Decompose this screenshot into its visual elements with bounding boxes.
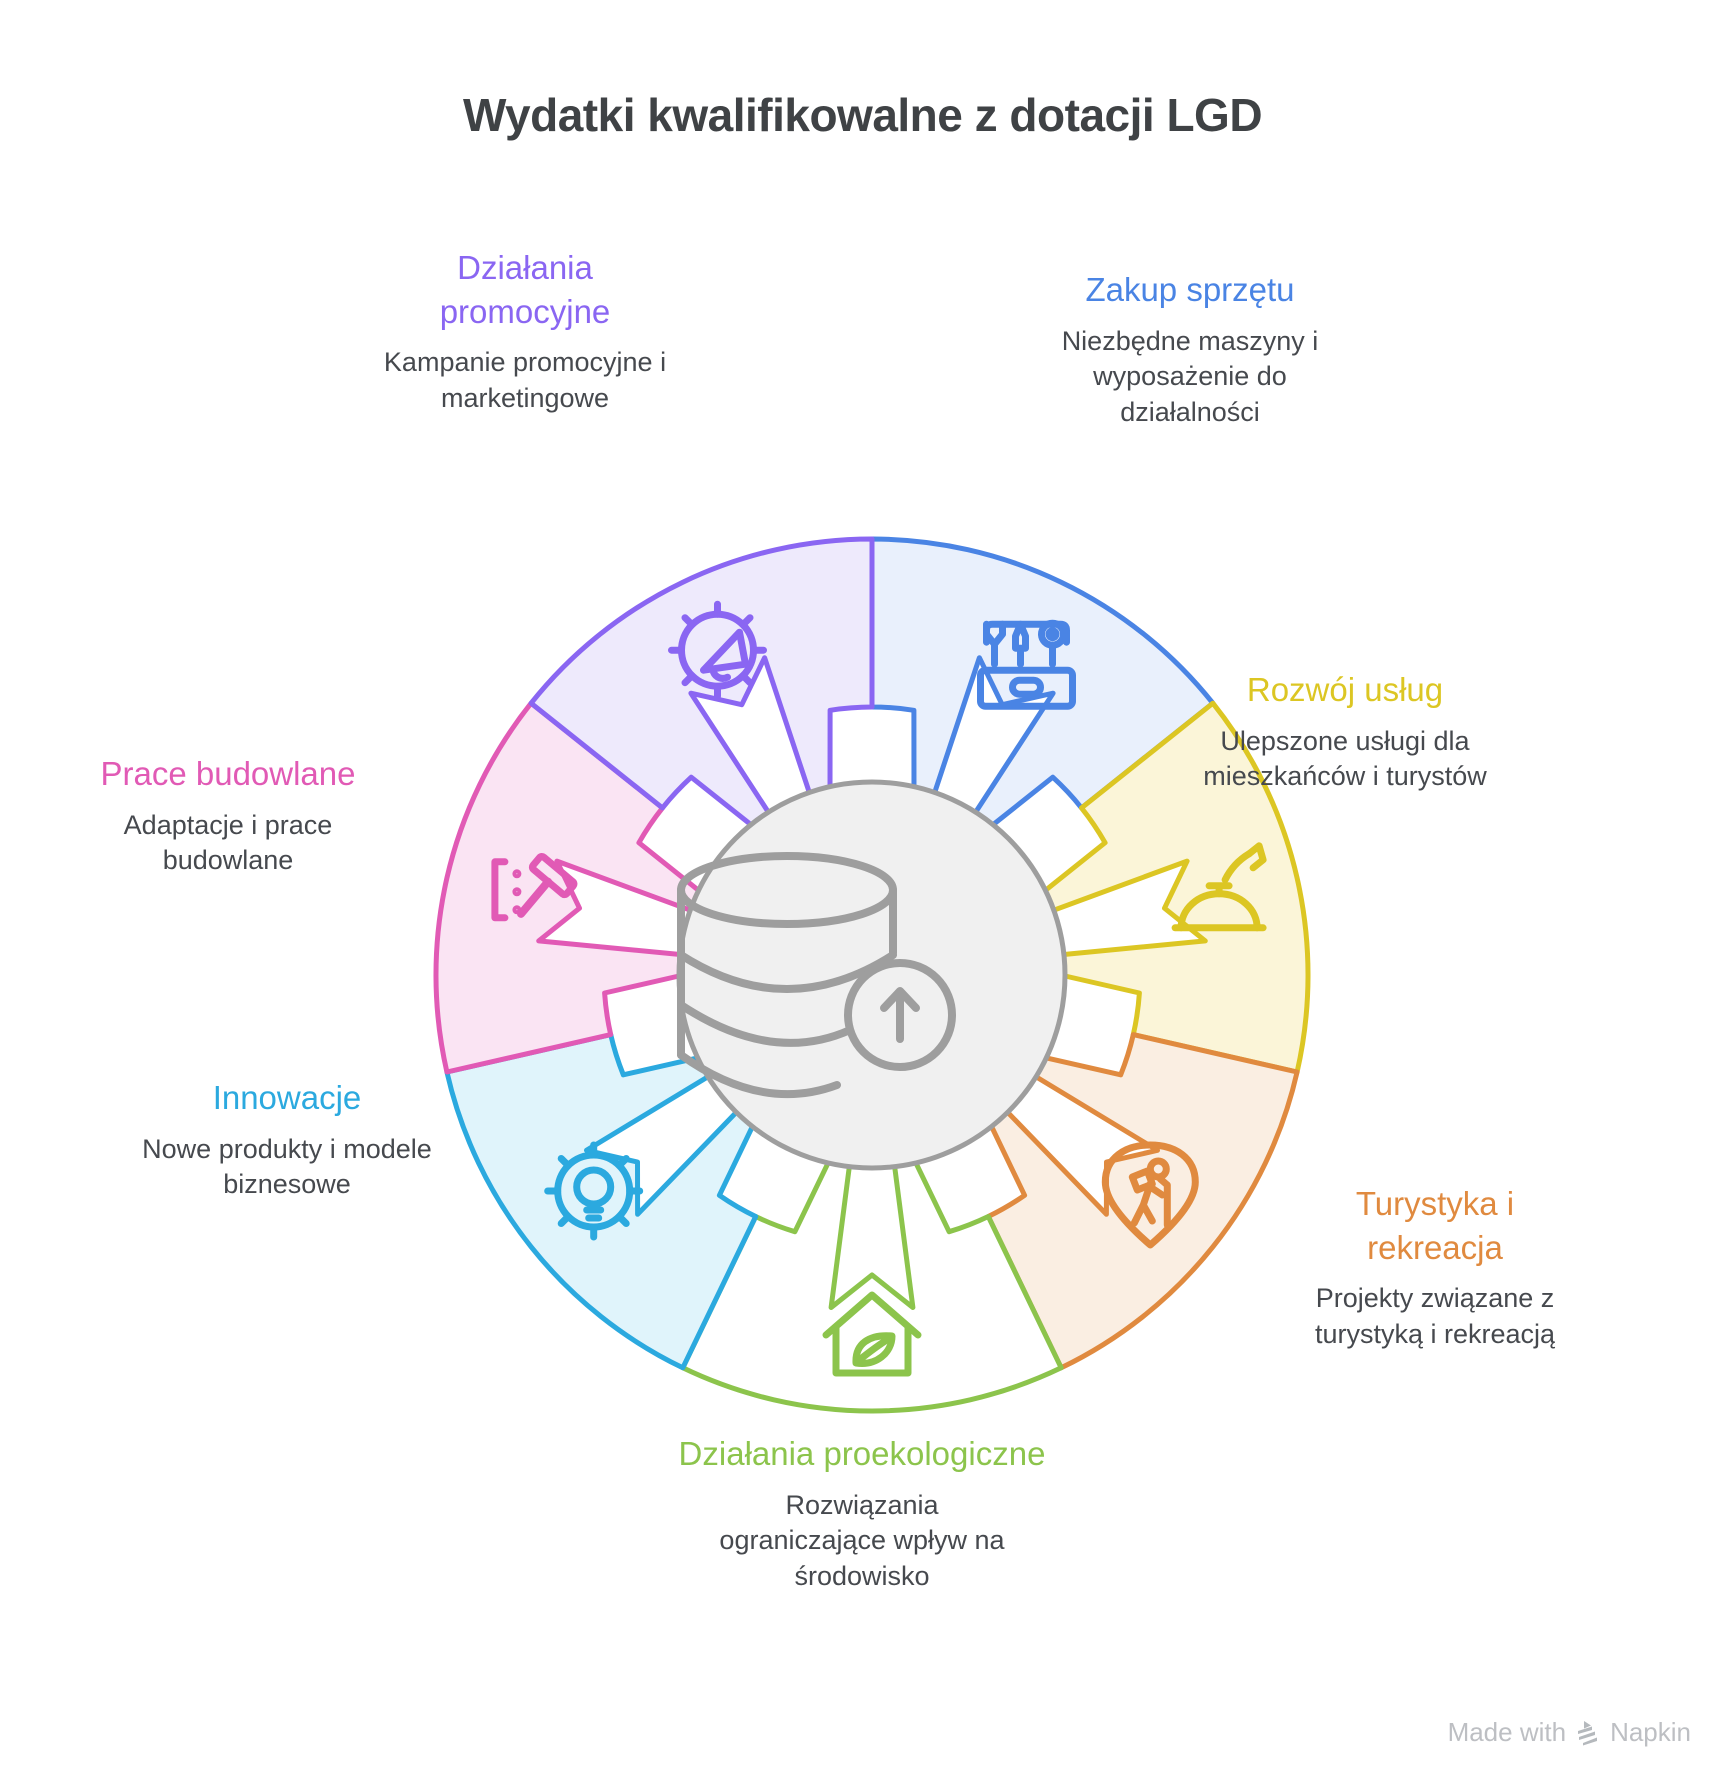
label-dzialania-promocyjne: Działania promocyjne Kampanie promocyjne… <box>370 246 680 417</box>
label-innowacje: Innowacje Nowe produkty i modele bizneso… <box>122 1076 452 1203</box>
label-rozwoj-uslug: Rozwój usług Ulepszone usługi dla mieszk… <box>1180 668 1510 795</box>
segment-description: Adaptacje i prace budowlane <box>123 809 333 876</box>
megaphone-gear-icon <box>668 600 767 700</box>
napkin-logo-icon <box>1578 1720 1598 1745</box>
segment-title: Innowacje <box>212 1079 362 1116</box>
segment-description: Ulepszone usługi dla mieszkańców i turys… <box>1203 725 1487 792</box>
label-prace-budowlane: Prace budowlane Adaptacje i prace budowl… <box>63 752 393 879</box>
segment-title: Działania promocyjne <box>439 249 611 330</box>
toolbox-icon <box>977 619 1076 710</box>
gear-lightbulb-icon <box>544 1141 644 1241</box>
hiker-pin-icon <box>1101 1141 1199 1249</box>
segment-description: Projekty związane z turystyką i rekreacj… <box>1314 1283 1556 1349</box>
page-title: Wydatki kwalifikowalne z dotacji LGD <box>462 89 1263 141</box>
wheel-diagram <box>382 485 1362 1465</box>
center-hub <box>676 779 1068 1171</box>
segment-title: Zakup sprzętu <box>1085 271 1295 308</box>
eco-house-icon <box>822 1291 922 1377</box>
segment-description: Kampanie promocyjne i marketingowe <box>383 347 667 413</box>
made-with-napkin-watermark[interactable]: Made with Napkin <box>1448 1717 1691 1748</box>
label-turystyka-i-rekreacja: Turystyka i rekreacja Projekty związane … <box>1285 1182 1585 1353</box>
label-dzialania-proekologiczne: Działania proekologiczne Rozwiązania ogr… <box>672 1432 1052 1595</box>
segment-title: Prace budowlane <box>100 755 356 792</box>
label-zakup-sprzetu: Zakup sprzętu Niezbędne maszyny i wyposa… <box>1030 268 1350 431</box>
hammer-level-icon <box>491 853 578 922</box>
segment-description: Niezbędne maszyny i wyposażenie do dział… <box>1061 325 1319 428</box>
segment-title: Rozwój usług <box>1246 671 1444 708</box>
segment-description: Nowe produkty i modele biznesowe <box>142 1133 432 1200</box>
wheel-svg <box>433 536 1311 1414</box>
segment-title: Turystyka i rekreacja <box>1355 1185 1515 1266</box>
segment-title: Działania proekologiczne <box>678 1435 1046 1472</box>
watermark-brand: Napkin <box>1610 1717 1691 1747</box>
segment-description: Rozwiązania ograniczające wpływ na środo… <box>719 1489 1005 1592</box>
watermark-prefix: Made with <box>1447 1717 1567 1747</box>
service-bell-icon <box>1171 842 1267 932</box>
database-upload-icon <box>677 852 956 1099</box>
